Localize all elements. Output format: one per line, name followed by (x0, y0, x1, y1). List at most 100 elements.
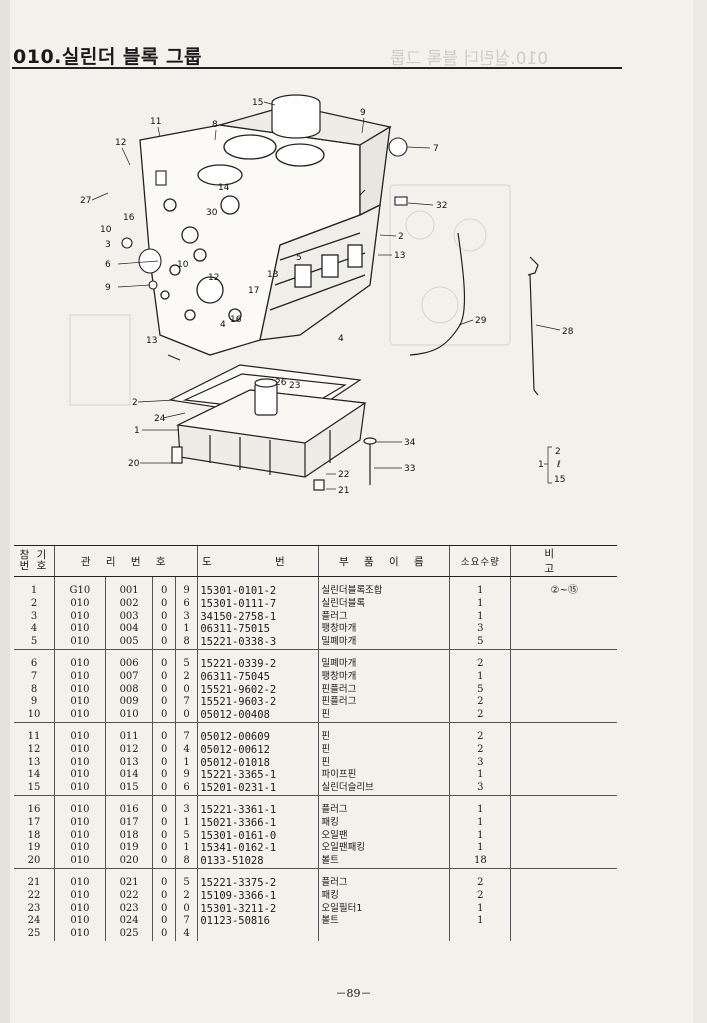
spacer-cell (318, 576, 450, 585)
cell-mgmt-d: 1 (174, 842, 198, 856)
cell-mgmt-c: 0 (152, 670, 176, 684)
cell-remark (510, 730, 617, 744)
cell-mgmt-d: 0 (174, 709, 198, 723)
cell-mgmt-c: 0 (152, 610, 176, 624)
header-management-no: 관 리 번 호 (53, 545, 198, 577)
spacer-cell (510, 576, 617, 585)
page-title: 010.실린더 블록 그룹 (13, 46, 202, 68)
cell-quantity (449, 928, 511, 941)
dipstick-assembly (409, 232, 539, 396)
cell-drawing-no: 05012-00609 (197, 730, 319, 744)
cell-ref-no: 23 (27, 902, 41, 914)
cell-mgmt-a: 010 (54, 597, 106, 611)
cell-part-name: 핀플러그 (318, 696, 450, 710)
cell-mgmt-d: 1 (174, 623, 198, 637)
spacer-cell (104, 649, 153, 658)
callout-2b: 2 (132, 398, 138, 408)
cell-remark (510, 889, 617, 903)
cell-quantity: 2 (449, 876, 511, 890)
callout-32: 32 (436, 201, 447, 211)
cell-mgmt-c: 0 (152, 902, 176, 916)
cell-quantity: 1 (449, 842, 511, 856)
cell-quantity: 3 (449, 623, 511, 637)
spacer-cell (152, 576, 176, 585)
cell-mgmt-a: 010 (54, 876, 106, 890)
callout-5: 5 (296, 253, 302, 263)
cell-remark (510, 915, 617, 929)
spacer-cell (510, 721, 617, 731)
cell-ref-no: 1 (30, 585, 38, 596)
cell-drawing-no: 06311-75045 (197, 670, 319, 684)
cell-remark (510, 696, 617, 710)
cell-mgmt-a: 010 (54, 709, 106, 723)
cell-quantity: 1 (449, 915, 511, 929)
spacer-cell (318, 867, 450, 877)
callout-21: 21 (338, 486, 349, 496)
cell-remark (510, 610, 617, 624)
cell-mgmt-b: 012 (104, 743, 153, 757)
group-spacer (14, 867, 617, 877)
spacer-cell (449, 794, 511, 804)
cell-mgmt-b: 021 (104, 876, 153, 890)
callout-23: 23 (289, 381, 300, 391)
callout-10b: 10 (177, 260, 189, 270)
cell-mgmt-d: 5 (174, 657, 198, 671)
spacer-cell (197, 721, 319, 731)
cell-mgmt-b: 002 (104, 597, 153, 611)
cell-part-name: 밀폐마개 (318, 657, 450, 671)
callout-2: 2 (398, 232, 404, 242)
header-ref-no: 참 기 번 호 (14, 545, 55, 577)
cell-part-name: 실린더블록조합 (318, 585, 450, 598)
cell-mgmt-d: 3 (174, 803, 198, 817)
bracket-item-15: 15 (554, 475, 565, 485)
cell-mgmt-c: 0 (152, 585, 176, 598)
callout-9b: 9 (105, 283, 111, 293)
spacer-cell (174, 867, 198, 877)
cell-mgmt-d: 1 (174, 816, 198, 830)
spacer-cell (174, 649, 198, 658)
cell-mgmt-a: G10 (54, 585, 106, 598)
spacer-cell (14, 577, 55, 586)
cell-part-name: 실린더블록 (318, 597, 450, 611)
spacer-cell (197, 794, 319, 804)
cylinder-block (139, 104, 392, 356)
spacer-cell (54, 576, 106, 585)
spacer-cell (449, 867, 511, 877)
cell-quantity: 18 (449, 855, 511, 869)
cell-mgmt-a: 010 (54, 928, 106, 941)
cell-quantity: 1 (449, 829, 511, 843)
cell-mgmt-d: 8 (174, 636, 198, 650)
spacer-cell (197, 649, 319, 658)
cell-mgmt-d: 3 (174, 610, 198, 624)
callout-13c: 13 (146, 336, 157, 346)
cell-mgmt-a: 010 (54, 756, 106, 770)
cell-mgmt-b: 017 (104, 816, 153, 830)
cell-ref-no: 13 (27, 756, 41, 768)
spacer-cell (14, 867, 55, 877)
cell-mgmt-c: 0 (152, 876, 176, 890)
cell-remark (510, 842, 617, 856)
cell-mgmt-a: 010 (54, 842, 106, 856)
cell-mgmt-d: 7 (174, 730, 198, 744)
spacer-cell (174, 721, 198, 731)
spacer-cell (104, 794, 153, 804)
spacer-cell (318, 721, 450, 731)
cell-part-name: 패킹 (318, 889, 450, 903)
cell-ref-no: 11 (27, 730, 41, 742)
cell-ref-no: 20 (27, 855, 41, 867)
cell-quantity: 1 (449, 816, 511, 830)
cell-remark (510, 636, 617, 650)
cell-part-name (318, 928, 450, 941)
cell-ref-no: 8 (30, 683, 38, 695)
leader-lines (91, 101, 561, 490)
cell-remark (510, 709, 617, 723)
cell-mgmt-c: 0 (152, 743, 176, 757)
